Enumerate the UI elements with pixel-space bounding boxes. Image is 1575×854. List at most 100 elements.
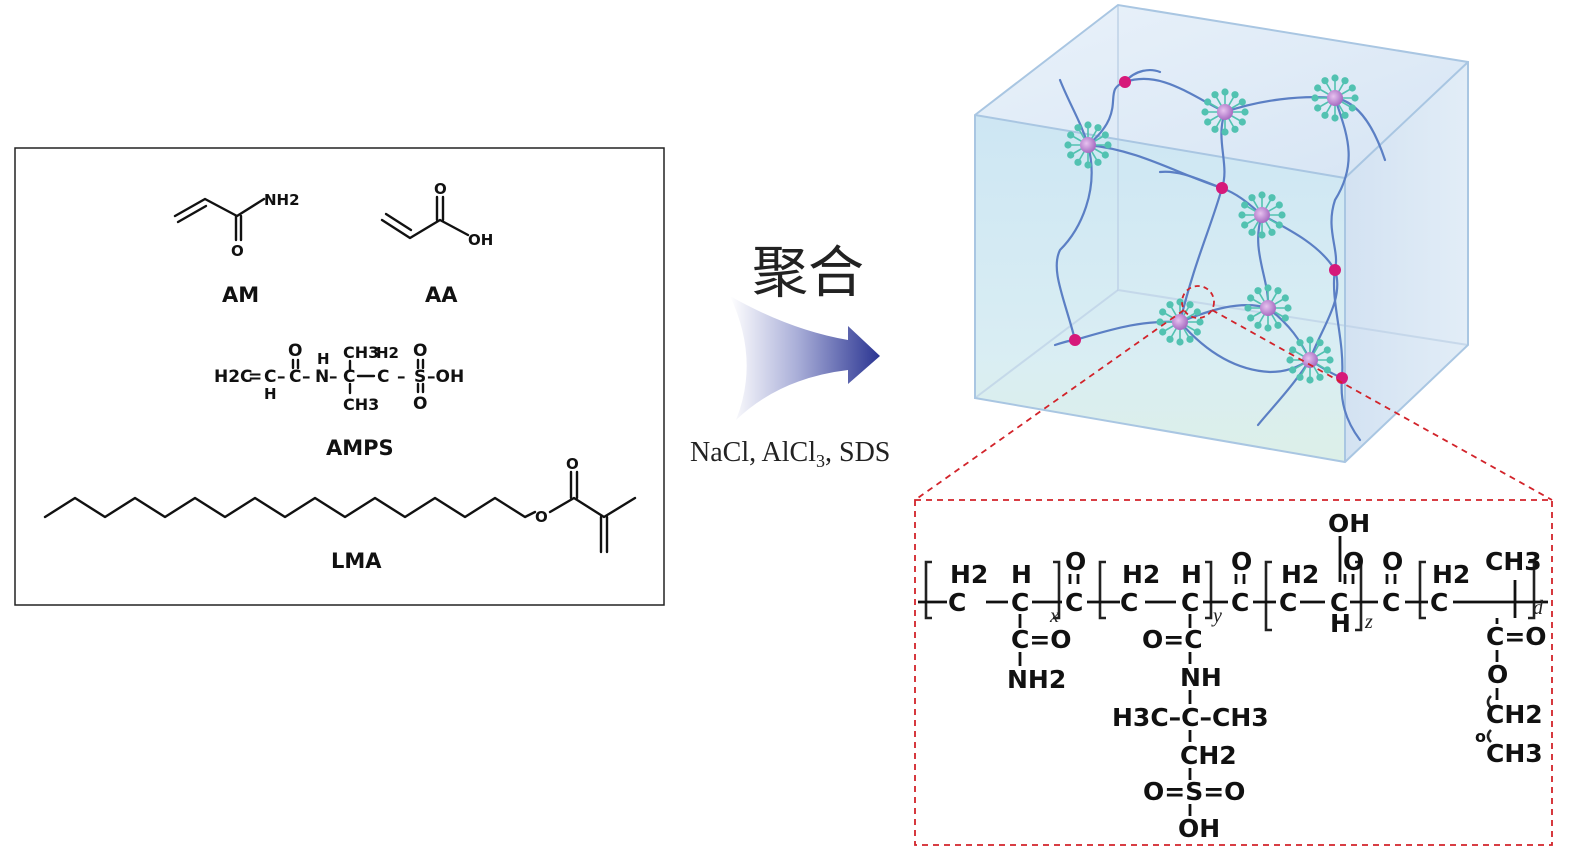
aa-oxygen-label: O [434, 180, 447, 198]
link3-o-extra: O [1343, 547, 1364, 576]
structure-panel [914, 499, 1553, 846]
unit3-h: H [1330, 609, 1351, 638]
lma-name-label: LMA [331, 549, 382, 573]
link3-o: O [1382, 547, 1403, 576]
amps-c1-label: C [264, 367, 276, 387]
unit4-ch2: CH2 [1486, 700, 1543, 729]
amps-c4-label: C [377, 367, 389, 387]
amps-n-label: N [315, 367, 329, 387]
unit1-c: C [948, 588, 966, 617]
unit2-c: C [1120, 588, 1138, 617]
hydrogel-cube [974, 3, 1469, 464]
micelle [1311, 74, 1359, 122]
amps-c3-label: C [343, 367, 355, 387]
unit1-ch: C [1011, 588, 1029, 617]
unit4-ring: o [1475, 727, 1486, 746]
amps-so-top-o-label: O [413, 341, 427, 361]
polymerization-label: 聚合 [752, 243, 864, 305]
subscript-y: y [1211, 605, 1222, 627]
reaction-conditions: NaCl, AlCl3, SDS [690, 437, 890, 471]
conditions-prefix: NaCl, AlCl [690, 437, 816, 468]
am-oxygen-label: O [231, 242, 244, 260]
link1-c: C [1065, 588, 1083, 617]
unit3-oh: OH [1328, 509, 1370, 538]
unit4-h2: H2 [1432, 560, 1470, 589]
micelle [1064, 121, 1112, 169]
amps-name-label: AMPS [326, 436, 394, 460]
aa-oh-label: OH [468, 231, 493, 249]
unit3-h2: H2 [1281, 560, 1319, 589]
unit4-ch3-top: CH3 [1485, 547, 1542, 576]
conditions-subscript: 3 [816, 451, 825, 471]
link2-o: O [1231, 547, 1252, 576]
unit4-co: C=O [1486, 622, 1547, 651]
unit2-ch2: CH2 [1180, 741, 1237, 770]
crosslink-node [1069, 334, 1081, 346]
unit3-ch: C [1330, 588, 1348, 617]
am-structure: NH2 O AM [173, 191, 300, 307]
unit1-co: C=O [1011, 625, 1072, 654]
amps-oh-label: –OH [427, 367, 464, 387]
unit2-h2: H2 [1122, 560, 1160, 589]
reaction-arrow: 聚合 NaCl, AlCl3, SDS [690, 243, 890, 471]
zoom-circle [1181, 285, 1215, 319]
amps-so-bottom-o-label: O [413, 394, 427, 414]
link3-c: C [1382, 588, 1400, 617]
unit2-ch: C [1181, 588, 1199, 617]
amps-dash1-label: – [277, 367, 286, 387]
cube-side-face [1345, 62, 1468, 462]
amps-s-label: S [414, 367, 426, 387]
micelle-group [1064, 74, 1359, 384]
unit4-c: C [1430, 588, 1448, 617]
crosslink-node [1216, 182, 1228, 194]
subscript-d: d [1533, 597, 1544, 619]
amps-ch3-bottom-label: CH3 [343, 395, 379, 414]
aa-name-label: AA [425, 283, 458, 307]
unit2-oh: OH [1178, 814, 1220, 843]
subscript-z: z [1364, 611, 1373, 633]
micelle [1286, 336, 1334, 384]
amps-carbonyl-o-label: O [288, 341, 302, 361]
amps-structure: H2C = C H – O C – H N – CH3 H2 C C – CH3… [214, 341, 464, 460]
unit2-h: H [1181, 560, 1202, 589]
am-nh2-label: NH2 [264, 191, 300, 209]
link2-c: C [1231, 588, 1249, 617]
micelle [1201, 88, 1249, 136]
subscript-x: x [1049, 605, 1059, 627]
copolymer-structure: H2 C H C C=O NH2 x C O H2 C H C O=C NH H… [918, 509, 1548, 843]
unit2-oc: O=C [1142, 625, 1203, 654]
micelle [1156, 298, 1204, 346]
unit2-so3: O=S=O [1143, 777, 1245, 806]
lma-structure: O O LMA [43, 455, 637, 573]
amps-ch3-top-label: CH3 [343, 343, 379, 362]
unit1-h2: H2 [950, 560, 988, 589]
amps-nh-h-label: H [317, 350, 330, 368]
amps-h2c-label: H2C [214, 367, 253, 387]
unit3-c: C [1279, 588, 1297, 617]
crosslink-points [1069, 76, 1348, 384]
unit2-nh: NH [1180, 663, 1222, 692]
amps-dash3-label: – [329, 367, 338, 387]
am-name-label: AM [222, 283, 259, 307]
monomer-panel [14, 147, 665, 606]
amps-double-bond-label: = [248, 367, 262, 387]
curved-arrow-icon [730, 296, 880, 420]
unit2-quaternary: H3C–C–CH3 [1112, 703, 1269, 732]
zoom-lines [914, 309, 1553, 501]
unit4-o: O [1487, 660, 1508, 689]
amps-h2-label: H2 [376, 344, 399, 362]
crosslink-node [1329, 264, 1341, 276]
unit4-ch3: CH3 [1486, 739, 1543, 768]
micelle [1238, 191, 1286, 239]
amps-c2-label: C [289, 367, 301, 387]
conditions-suffix: , SDS [825, 437, 890, 468]
lma-ester-o-label: O [535, 508, 548, 526]
lma-carbonyl-o-label: O [566, 455, 579, 473]
unit1-h: H [1011, 560, 1032, 589]
crosslink-node [1119, 76, 1131, 88]
link1-o: O [1065, 547, 1086, 576]
amps-h1-label: H [264, 385, 277, 403]
aa-structure: O OH AA [380, 180, 493, 307]
amps-dash2-label: – [302, 367, 311, 387]
